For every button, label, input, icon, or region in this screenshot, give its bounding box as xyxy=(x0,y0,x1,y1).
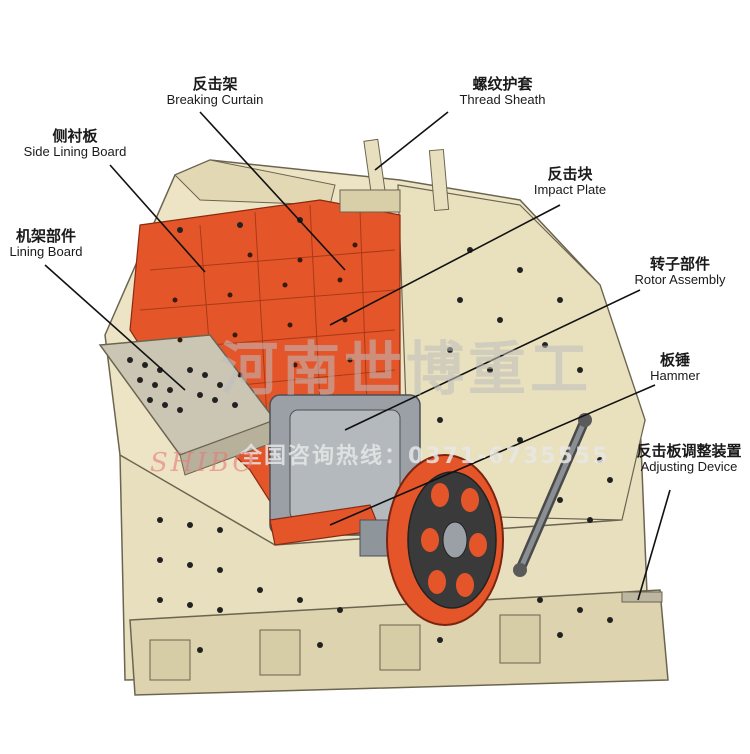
label-adjusting-device: 反击板调整装置 Adjusting Device xyxy=(630,442,748,475)
label-side-lining-board-cn: 侧衬板 xyxy=(52,127,98,145)
label-hammer: 板锤 Hammer xyxy=(635,351,715,384)
label-breaking-curtain: 反击架 Breaking Curtain xyxy=(155,75,275,108)
label-thread-sheath: 螺纹护套 Thread Sheath xyxy=(440,75,565,108)
leader-lines xyxy=(44,111,671,601)
rotor xyxy=(269,394,471,557)
adjusting-cylinder xyxy=(513,413,663,603)
label-thread-sheath-en: Thread Sheath xyxy=(459,92,546,108)
label-rotor-assembly-cn: 转子部件 xyxy=(649,255,710,273)
label-lining-board-en: Lining Board xyxy=(9,244,83,260)
label-impact-plate: 反击块 Impact Plate xyxy=(515,165,625,198)
label-impact-plate-en: Impact Plate xyxy=(533,182,607,198)
label-hammer-en: Hammer xyxy=(650,368,700,384)
label-breaking-curtain-en: Breaking Curtain xyxy=(166,92,264,108)
label-side-lining-board: 侧衬板 Side Lining Board xyxy=(10,127,140,160)
liner-bolt-dots xyxy=(172,242,358,378)
label-lining-board: 机架部件 Lining Board xyxy=(0,227,92,260)
label-adjusting-device-en: Adjusting Device xyxy=(640,459,738,475)
flywheel xyxy=(386,454,504,626)
label-side-lining-board-en: Side Lining Board xyxy=(23,144,127,160)
label-rotor-assembly-en: Rotor Assembly xyxy=(634,272,726,288)
label-hammer-cn: 板锤 xyxy=(659,351,690,369)
label-adjusting-device-cn: 反击板调整装置 xyxy=(636,442,742,460)
label-thread-sheath-cn: 螺纹护套 xyxy=(472,75,533,93)
label-lining-board-cn: 机架部件 xyxy=(15,227,76,245)
watermark-company: 河南世博重工 xyxy=(220,335,593,403)
label-rotor-assembly: 转子部件 Rotor Assembly xyxy=(620,255,740,288)
label-breaking-curtain-cn: 反击架 xyxy=(192,75,238,93)
watermark-hotline: 全国咨询热线：0371-6735555 xyxy=(240,444,610,469)
watermark-brand: SHIBO xyxy=(150,448,257,478)
label-impact-plate-cn: 反击块 xyxy=(547,165,593,183)
